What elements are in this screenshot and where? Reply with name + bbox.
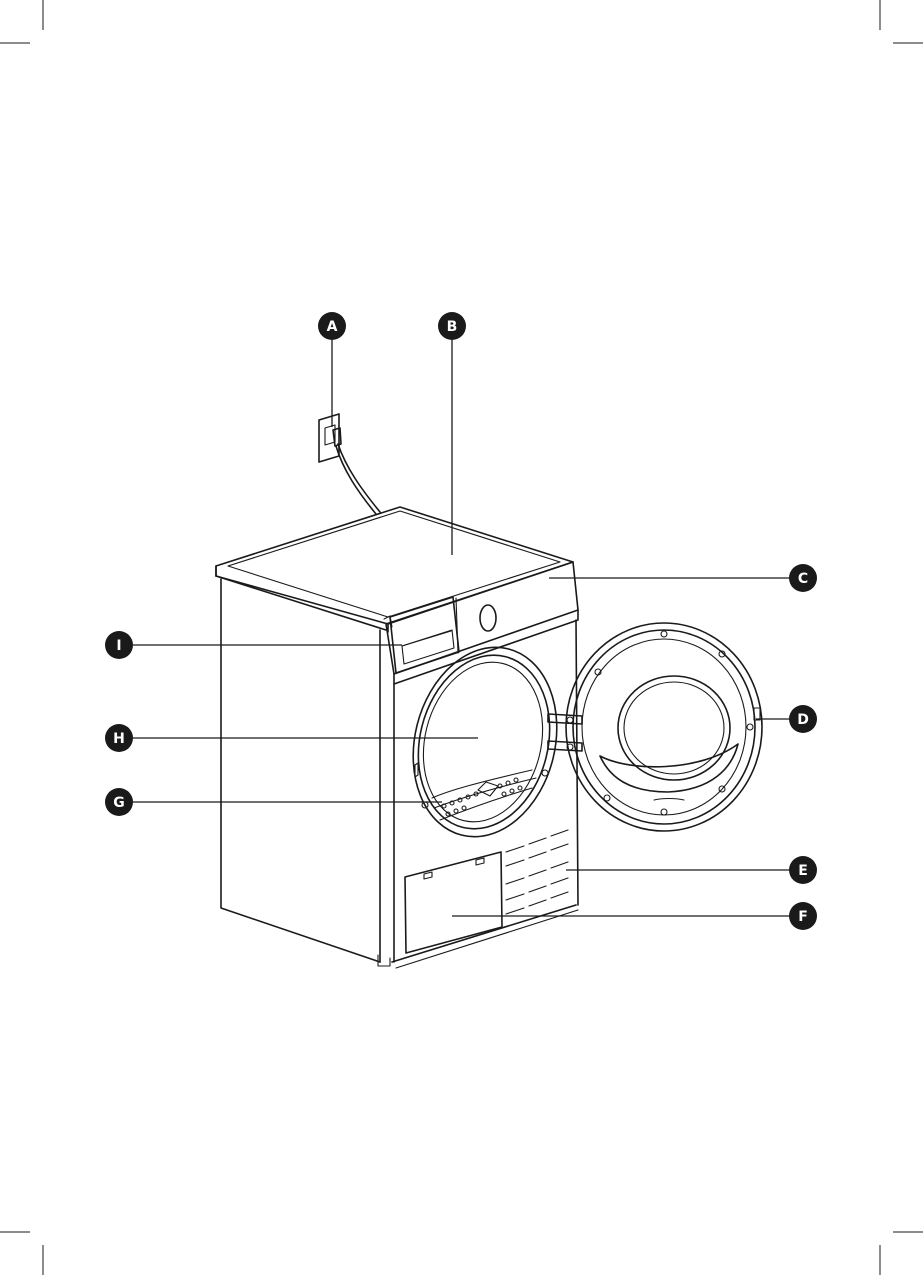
callout-G: G: [105, 788, 133, 816]
callout-I: I: [105, 631, 133, 659]
callout-H: H: [105, 724, 133, 752]
callout-label: I: [116, 638, 121, 654]
callout-label: E: [798, 863, 808, 879]
callout-B: B: [438, 312, 466, 340]
wall-socket: [319, 414, 341, 462]
open-door: [566, 623, 762, 831]
callout-D: D: [789, 705, 817, 733]
callout-A: A: [318, 312, 346, 340]
callout-E: E: [789, 856, 817, 884]
callout-label: H: [113, 731, 125, 747]
callout-F: F: [789, 902, 817, 930]
callout-label: F: [798, 909, 808, 925]
dryer-side-panel: [221, 579, 390, 966]
callout-label: B: [447, 319, 458, 335]
lint-filter-holes: [442, 778, 522, 816]
condenser-cover: [405, 852, 502, 953]
dryer-top: [216, 507, 573, 632]
callout-label: D: [797, 712, 809, 728]
leader-lines: [133, 340, 790, 916]
callout-label: C: [798, 571, 808, 587]
callout-label: G: [113, 795, 125, 811]
power-cord: [336, 444, 380, 514]
callout-label: A: [327, 319, 338, 335]
ventilation-grill: [506, 830, 568, 914]
control-panel: [384, 562, 578, 684]
callout-C: C: [789, 564, 817, 592]
